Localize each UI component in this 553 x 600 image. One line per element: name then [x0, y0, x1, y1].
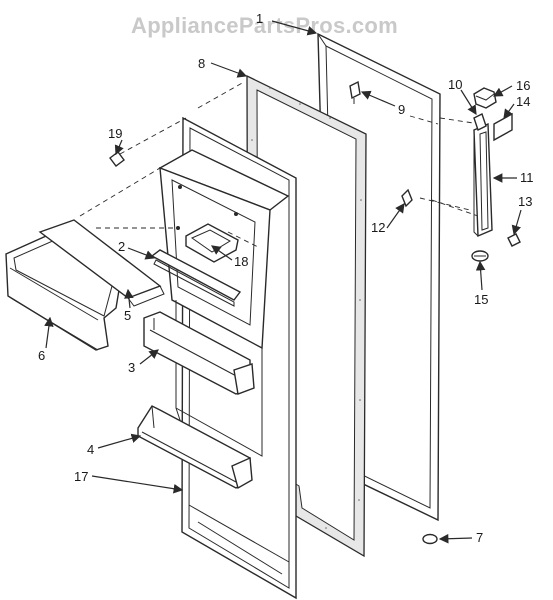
label-part-8: 8 [198, 56, 205, 71]
lower-door-shelf [137, 405, 253, 490]
label-part-7: 7 [476, 530, 483, 545]
label-part-3: 3 [128, 360, 135, 375]
door-stop-plug [349, 80, 361, 104]
plug-part [109, 151, 125, 167]
door-bottom-plug [422, 533, 438, 545]
housing-screw [178, 185, 182, 189]
callout-leaders [44, 20, 522, 544]
housing-screw [234, 212, 238, 216]
part-number-labels: 1 8 9 10 16 14 11 12 13 15 19 18 2 5 6 3… [38, 11, 534, 545]
door-clip [401, 188, 413, 208]
label-part-9: 9 [398, 102, 405, 117]
dispenser-pad [185, 223, 239, 263]
label-part-5: 5 [124, 308, 131, 323]
label-part-18: 18 [234, 254, 248, 269]
label-part-19: 19 [108, 126, 122, 141]
upper-door-shelf [143, 311, 255, 395]
label-part-1: 1 [256, 11, 263, 26]
dispenser-flap [38, 219, 165, 307]
upper-trim-strip [150, 249, 242, 307]
hinge-screw [507, 233, 521, 247]
hinge-bushing-plate [493, 112, 513, 142]
watermark-text: AppliancePartsPros.com [131, 13, 398, 38]
label-part-16: 16 [516, 78, 530, 93]
label-part-10: 10 [448, 77, 462, 92]
lower-hinge-bushing [471, 250, 489, 262]
label-part-6: 6 [38, 348, 45, 363]
label-part-13: 13 [518, 194, 532, 209]
label-part-15: 15 [474, 292, 488, 307]
hinge-bracket [473, 122, 493, 238]
label-part-12: 12 [371, 220, 385, 235]
label-part-17: 17 [74, 469, 88, 484]
assembly-guide-lines [79, 81, 481, 249]
label-part-11: 11 [520, 170, 534, 185]
label-part-4: 4 [87, 442, 94, 457]
upper-hinge-pin [473, 113, 487, 131]
label-part-14: 14 [516, 94, 530, 109]
hinge-cap [473, 87, 497, 109]
label-part-2: 2 [118, 239, 125, 254]
